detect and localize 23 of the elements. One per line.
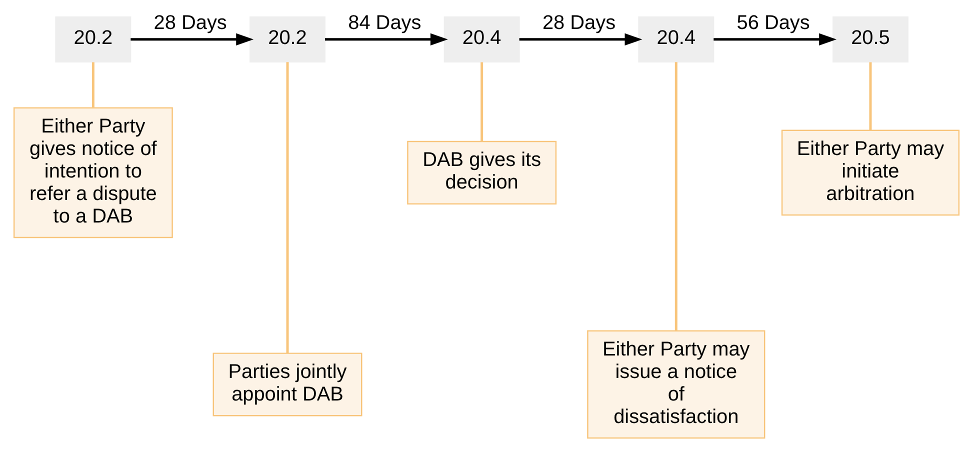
edge-label: 28 Days [542, 12, 616, 34]
node-box: Parties jointly appoint DAB [212, 352, 362, 416]
connector [674, 62, 678, 330]
node-box: 20.4 [444, 16, 520, 62]
connector [286, 62, 289, 353]
connector [92, 62, 94, 107]
node-box: 20.2 [250, 16, 326, 62]
edge-label: 28 Days [154, 12, 227, 34]
node-box: 20.2 [55, 16, 132, 62]
connector [480, 62, 484, 141]
node-box: Either Party may initiate arbitration [781, 129, 960, 216]
edge-label: 56 Days [736, 12, 810, 34]
arrow [519, 32, 642, 46]
arrow [714, 32, 837, 46]
arrow [130, 32, 254, 46]
node-box: 20.4 [638, 16, 714, 62]
node-box: 20.5 [832, 16, 908, 62]
node-box: Either Party gives notice of intention to refer a dispute to a DAB [13, 106, 173, 238]
edge-label: 84 Days [348, 12, 422, 34]
node-box: DAB gives its decision [407, 140, 557, 204]
node-box: Either Party may issue a notice of dissatisfaction [587, 330, 766, 438]
connector [869, 62, 872, 130]
arrow [324, 32, 448, 46]
